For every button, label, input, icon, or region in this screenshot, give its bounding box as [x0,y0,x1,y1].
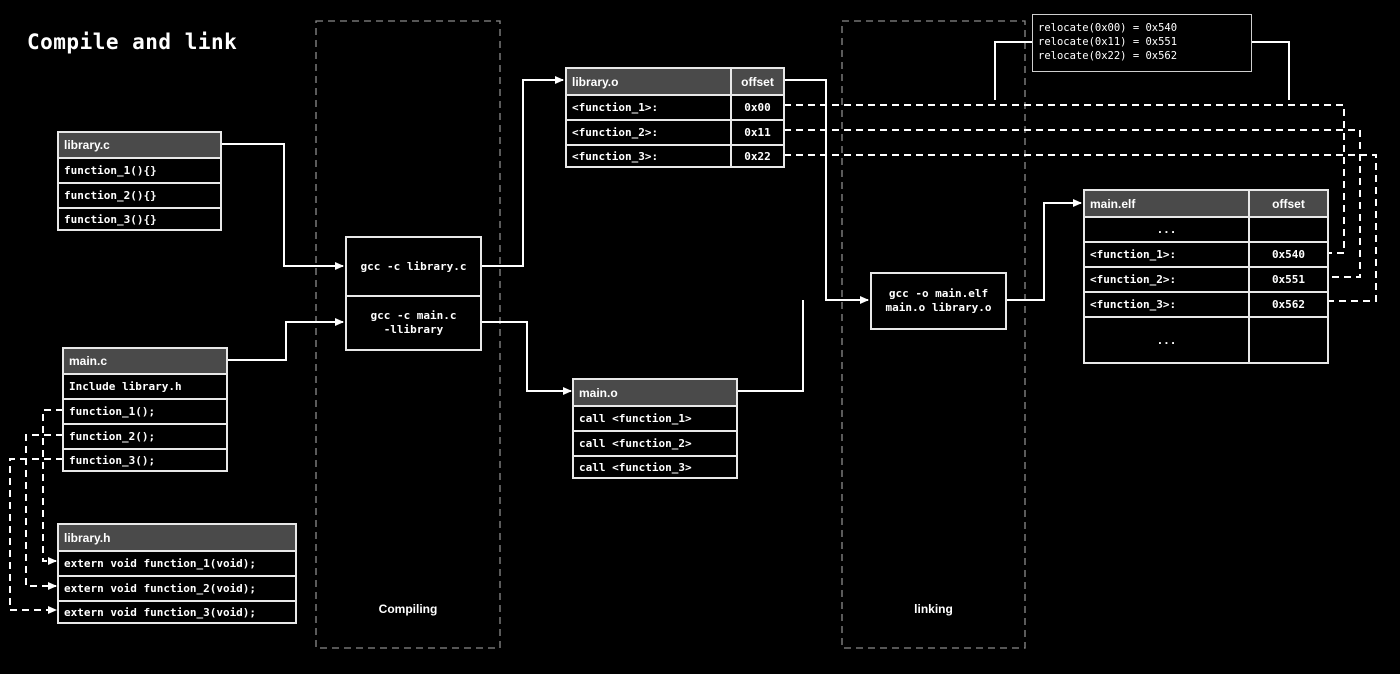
main-o-row: call <function_1> [574,405,736,430]
main-elf-ellipsis: ... [1156,333,1177,347]
compiling-phase-region [315,20,501,649]
relocation-entry: relocate(0x11) = 0x551 [1038,36,1178,48]
arrow-main-c-to-compile [227,318,344,361]
main-o-row: call <function_3> [574,455,736,477]
dashed-function-2-to-decl [25,434,63,590]
diagram-title: Compile and link [27,30,238,54]
main-elf-offset: 0x551 [1248,268,1327,291]
main-elf-table: main.elf offset ... <function_1>: 0x540 … [1083,189,1329,364]
library-o-offset: 0x00 [730,96,783,119]
main-elf-offset-header: offset [1248,191,1327,216]
library-o-row: <function_2>: 0x11 [567,119,783,144]
main-o-table: main.o call <function_1> call <function_… [572,378,738,479]
library-o-row: <function_1>: 0x00 [567,94,783,119]
library-o-symbol: <function_2>: [572,126,659,139]
dashed-reloc-function-3 [784,154,1377,302]
main-elf-symbol: <function_1>: [1090,248,1177,261]
main-c-row: function_3(); [64,448,226,470]
main-c-row: function_1(); [64,398,226,423]
relocation-entry: relocate(0x22) = 0x562 [1038,50,1178,62]
dashed-reloc-function-2 [784,129,1361,278]
main-elf-ellipsis-row: ... [1085,216,1327,241]
compile-library-command: gcc -c library.c [360,259,467,273]
library-o-offset: 0x22 [730,146,783,166]
linking-phase-label: linking [914,602,953,616]
relocation-notes: relocate(0x00) = 0x540 relocate(0x11) = … [1032,14,1252,72]
main-elf-header-row: main.elf offset [1085,191,1327,216]
link-command-box: gcc -o main.elf main.o library.o [870,272,1007,330]
library-h-row: extern void function_3(void); [59,600,295,622]
library-o-header: library.o [572,74,619,89]
arrow-main-o-to-link [737,300,804,392]
library-o-table: library.o offset <function_1>: 0x00 <fun… [565,67,785,168]
main-o-header: main.o [574,380,736,405]
main-elf-row: <function_3>: 0x562 [1085,291,1327,316]
library-c-header: library.c [59,133,220,157]
arrow-library-c-to-compile [221,143,344,270]
main-elf-empty-cell [1248,318,1327,362]
library-h-table: library.h extern void function_1(void); … [57,523,297,624]
arrow-library-o-to-link [784,79,869,304]
main-elf-empty-cell [1248,218,1327,241]
library-o-symbol: <function_3>: [572,149,659,163]
main-elf-header: main.elf [1090,196,1136,211]
library-c-row: function_3(){} [59,207,220,229]
main-elf-ellipsis-row: ... [1085,316,1327,362]
dashed-reloc-function-1 [784,104,1345,254]
library-h-row: extern void function_1(void); [59,550,295,575]
dashed-function-3-to-decl [9,458,63,614]
library-o-offset-header: offset [730,69,783,94]
library-h-header: library.h [59,525,295,550]
main-c-row: function_2(); [64,423,226,448]
link-command: gcc -o main.elf main.o library.o [885,287,992,314]
main-c-header: main.c [64,349,226,373]
arrow-link-to-main-elf [1006,199,1082,301]
main-elf-symbol: <function_2>: [1090,273,1177,286]
main-elf-offset: 0x562 [1248,293,1327,316]
library-o-symbol: <function_1>: [572,101,659,114]
main-elf-symbol: <function_3>: [1090,298,1177,311]
compile-commands-box: gcc -c library.c gcc -c main.c -llibrary [345,236,482,351]
linking-phase-region [841,20,1026,649]
library-o-header-row: library.o offset [567,69,783,94]
relocation-entry: relocate(0x00) = 0x540 [1038,22,1178,34]
library-h-row: extern void function_2(void); [59,575,295,600]
main-o-row: call <function_2> [574,430,736,455]
library-c-table: library.c function_1(){} function_2(){} … [57,131,222,231]
relocation-bracket [994,41,1290,100]
compile-main-command: gcc -c main.c -llibrary [347,295,480,349]
library-o-row: <function_3>: 0x22 [567,144,783,166]
main-elf-offset: 0x540 [1248,243,1327,266]
library-c-row: function_1(){} [59,157,220,182]
main-c-table: main.c Include library.h function_1(); f… [62,347,228,472]
main-elf-row: <function_1>: 0x540 [1085,241,1327,266]
main-elf-ellipsis: ... [1156,223,1177,236]
main-c-row: Include library.h [64,373,226,398]
main-elf-row: <function_2>: 0x551 [1085,266,1327,291]
library-c-row: function_2(){} [59,182,220,207]
arrow-compile-to-main-o [481,321,572,395]
library-o-offset: 0x11 [730,121,783,144]
arrow-compile-to-library-o [481,76,564,267]
compiling-phase-label: Compiling [378,602,438,616]
